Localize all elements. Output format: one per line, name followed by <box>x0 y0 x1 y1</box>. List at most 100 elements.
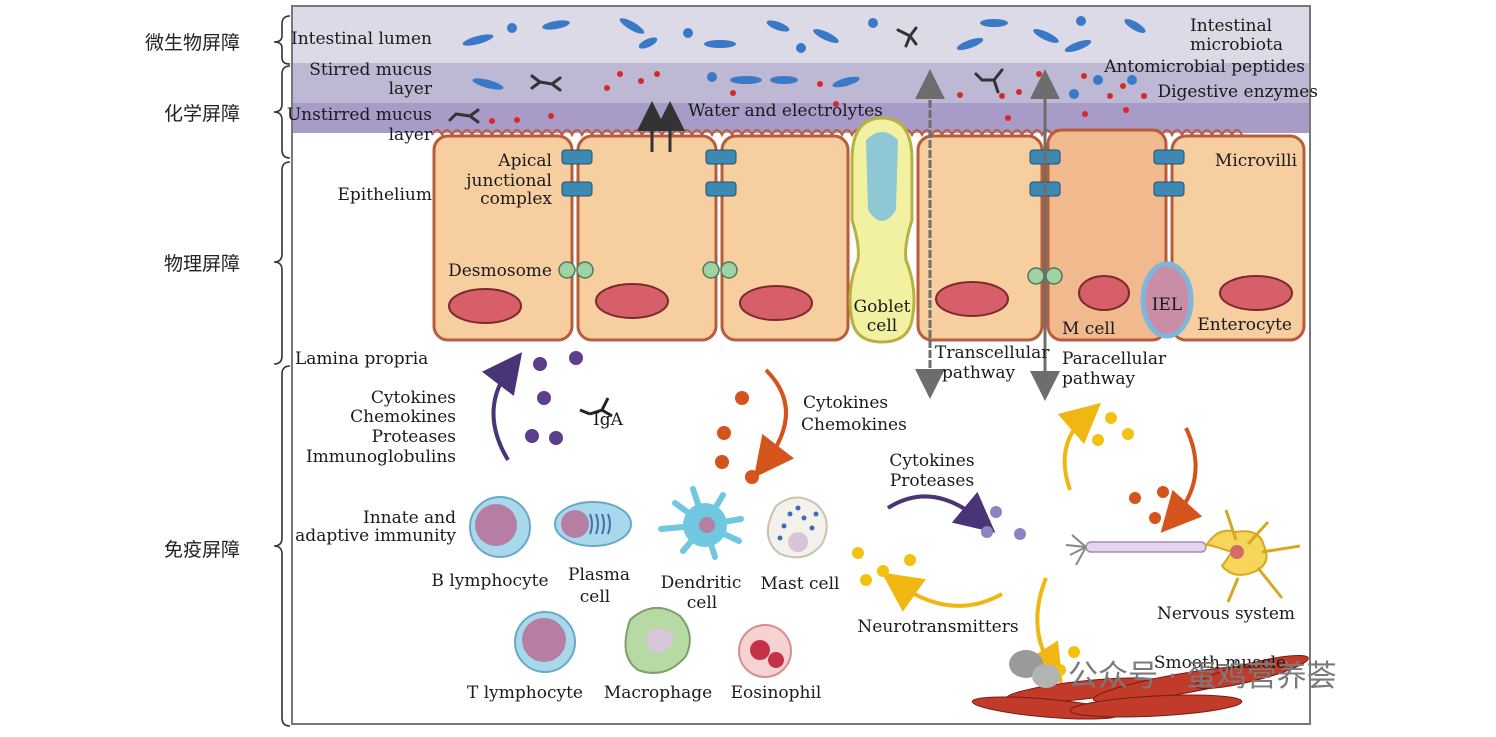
label-cytokines: Cytokines <box>803 393 888 413</box>
t-lymphocyte <box>514 611 576 673</box>
nucleus <box>739 285 813 321</box>
b-lymphocyte <box>469 496 531 558</box>
plasma-cell <box>554 501 632 547</box>
label-paracellular: Paracellular <box>1062 349 1167 369</box>
dendritic-cell <box>658 486 744 560</box>
macrophage <box>624 607 691 674</box>
intestinal-bacteria <box>462 16 1146 99</box>
water-electrolyte-arrows <box>637 101 685 152</box>
goblet-cell <box>848 116 916 344</box>
nervous-up-arrow <box>1057 402 1102 491</box>
label-chemical-barrier: 化学屏障 <box>164 103 240 125</box>
label-desmosome: Desmosome <box>448 261 552 281</box>
barrier-labels: 微生物屏障 化学屏障 物理屏障 免疫屏障 <box>145 32 240 561</box>
label-secreted-proteases: Proteases <box>372 427 456 447</box>
label-paracellular-pathway: pathway <box>1062 369 1135 389</box>
label-plasma: Plasma <box>568 565 630 585</box>
label-antimicrobial-peptides: Antomicrobial peptides <box>1103 57 1305 77</box>
label-innate: Innate and <box>363 508 456 528</box>
label-secreted-immunoglobulins: Immunoglobulins <box>306 447 456 467</box>
label-goblet-cell: cell <box>867 316 897 336</box>
label-b-lymphocyte: B lymphocyte <box>431 571 548 591</box>
label-neurotransmitters: Neurotransmitters <box>857 617 1018 637</box>
orange-cytokines <box>715 391 759 484</box>
desmosomes <box>558 261 1063 285</box>
label-eosinophil: Eosinophil <box>731 683 822 703</box>
apical-junctions <box>561 149 1185 197</box>
m-cell <box>1046 128 1168 342</box>
label-intestinal-lumen: Intestinal lumen <box>291 29 432 49</box>
nucleus <box>448 288 522 324</box>
neurotransmitter-dots <box>852 547 916 586</box>
label-complex: complex <box>480 189 552 209</box>
secretion-arrow <box>481 352 523 462</box>
label-neuro-proteases: Proteases <box>890 471 974 491</box>
label-lamina-propria: Lamina propria <box>295 349 428 369</box>
nucleus <box>935 281 1009 317</box>
label-secreted-cytokines: Cytokines <box>371 388 456 408</box>
wechat-logo-icon <box>1009 650 1060 688</box>
immune-cells <box>469 486 828 678</box>
label-goblet: Goblet <box>853 297 910 317</box>
label-epithelium: Epithelium <box>337 185 432 205</box>
lumen-labels: Intestinal microbiota Antomicrobial pept… <box>688 16 1318 121</box>
label-dendritic-cell: cell <box>687 593 717 613</box>
unstirred-mucus-band <box>293 103 1309 133</box>
label-iga: IgA <box>593 410 624 430</box>
neuron <box>1065 509 1301 603</box>
label-m-cell: M cell <box>1062 319 1115 339</box>
nervous-yellow-dots <box>1092 412 1134 446</box>
label-digestive-enzymes: Digestive enzymes <box>1157 82 1318 102</box>
neurotransmitter-arrow <box>881 572 1003 612</box>
eosinophil <box>738 624 792 678</box>
stirred-mucus-band <box>293 63 1309 103</box>
smooth-muscle <box>971 654 1309 720</box>
label-water-electrolytes: Water and electrolytes <box>688 101 883 121</box>
label-adaptive-immunity: adaptive immunity <box>295 526 456 546</box>
label-dendritic: Dendritic <box>661 573 742 593</box>
nervous-down-arrow <box>1160 427 1203 533</box>
iel-cell <box>1140 261 1194 339</box>
label-iel: IEL <box>1152 295 1182 315</box>
mast-cell <box>767 496 828 559</box>
label-physical-barrier: 物理屏障 <box>164 253 240 275</box>
label-transcellular: Transcellular <box>935 343 1050 363</box>
label-microbial-barrier: 微生物屏障 <box>145 32 240 54</box>
label-plasma-cell: cell <box>580 587 610 607</box>
layer-labels: Intestinal lumen Stirred mucus layer Uns… <box>287 29 433 145</box>
label-microvilli: Microvilli <box>1215 151 1298 171</box>
label-transcellular-pathway: pathway <box>942 363 1015 383</box>
immune-labels: Lamina propria Cytokines Chemokines Prot… <box>295 349 1295 703</box>
enterocyte-cell-1 <box>432 134 574 342</box>
label-macrophage: Macrophage <box>604 683 712 703</box>
label-t-lymphocyte: T lymphocyte <box>467 683 583 703</box>
label-immune-barrier: 免疫屏障 <box>164 539 240 561</box>
label-unstirred-mucus-layer: layer <box>389 125 433 145</box>
pathway-arrows <box>915 69 1060 401</box>
intestinal-lumen-band <box>293 7 1309 63</box>
label-unstirred-mucus: Unstirred mucus <box>287 105 432 125</box>
cytokine-protease-arrow <box>886 491 996 533</box>
iga-antibody-icon <box>579 397 613 418</box>
label-stirred-mucus-layer: layer <box>389 79 433 99</box>
label-chemokines: Chemokines <box>801 415 907 435</box>
label-enterocyte: Enterocyte <box>1197 315 1292 335</box>
antibody-icons <box>448 26 1004 124</box>
m-cell-nucleus <box>1078 275 1130 311</box>
label-secreted-chemokines: Chemokines <box>350 407 456 427</box>
nucleus <box>595 283 669 319</box>
nuclei <box>448 275 1293 324</box>
barrier-braces <box>273 15 291 727</box>
label-mast-cell: Mast cell <box>761 574 840 594</box>
label-nervous-system: Nervous system <box>1157 604 1295 624</box>
epithelium-labels: Apical junctional complex Epithelium Des… <box>337 151 1297 389</box>
label-stirred-mucus: Stirred mucus <box>309 60 432 80</box>
label-apical: Apical <box>497 151 552 171</box>
purple-secretions <box>525 351 583 445</box>
label-junctional: junctional <box>464 171 552 191</box>
nervous-orange-dots <box>1129 486 1169 524</box>
label-neuro-cytokines: Cytokines <box>889 451 974 471</box>
label-microbiota: microbiota <box>1190 35 1283 55</box>
